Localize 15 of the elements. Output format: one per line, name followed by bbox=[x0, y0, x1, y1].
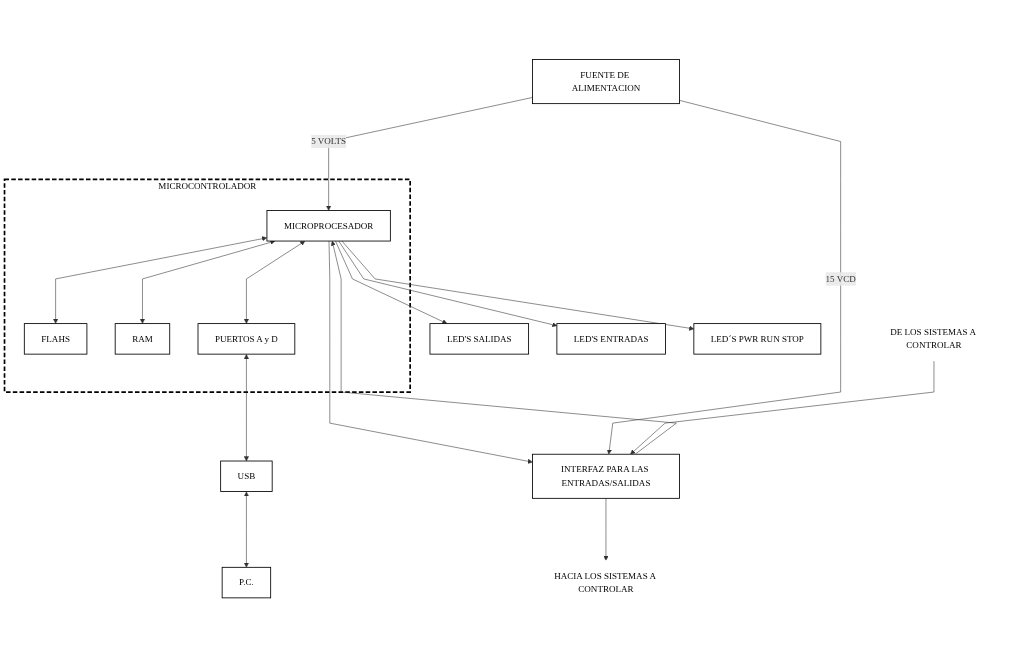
node-text: DE LOS SISTEMAS A CONTROLAR bbox=[890, 326, 976, 351]
node-box: FUENTE DE ALIMENTACION bbox=[532, 59, 680, 104]
node-box: P.C. bbox=[221, 566, 272, 599]
edge-label: 15 VCD bbox=[825, 273, 856, 284]
node-box: FLAHS bbox=[23, 323, 88, 355]
node-box: PUERTOS A y D bbox=[197, 323, 296, 355]
node-box: LED'S ENTRADAS bbox=[556, 323, 666, 355]
node-box: USB bbox=[220, 460, 273, 492]
node-box: LED'S SALIDAS bbox=[429, 323, 530, 355]
node-box: MICROPROCESADOR bbox=[266, 210, 391, 242]
node-box: INTERFAZ PARA LAS ENTRADAS/SALIDAS bbox=[532, 453, 680, 499]
node-box: LED´S PWR RUN STOP bbox=[693, 323, 822, 355]
edge-label: 5 VOLTS bbox=[311, 136, 347, 146]
node-box: RAM bbox=[114, 323, 171, 355]
node-text: HACIA LOS SISTEMAS A CONTROLAR bbox=[554, 570, 656, 594]
